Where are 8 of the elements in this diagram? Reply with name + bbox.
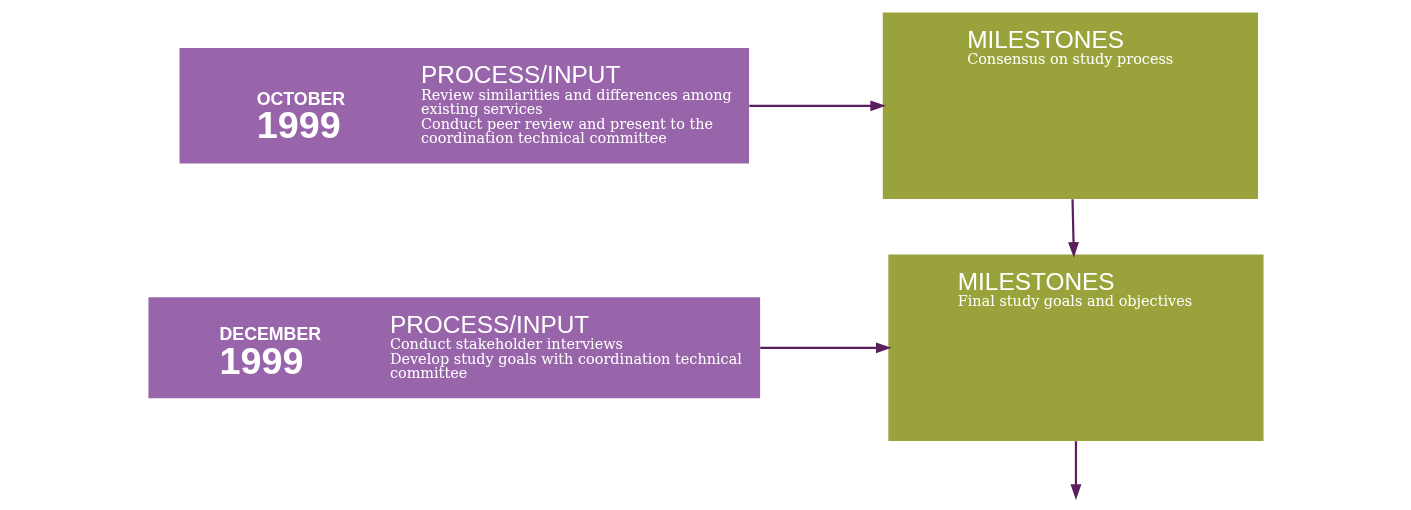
node-box: OCTOBER 1999 PROCESS/INPUT Review similarities and differences among existing services Conduct peer review and present to the coordination technical committee: [179, 48, 749, 164]
node-box: MILESTONES Consensus on study process: [882, 12, 1258, 200]
arrow: [759, 342, 892, 354]
arrow: [748, 100, 886, 112]
arrow: [1067, 199, 1079, 258]
arrow: [1070, 441, 1081, 500]
node-box: MILESTONES Final study goals and objectives: [887, 254, 1264, 442]
node-box: DECEMBER 1999 PROCESS/INPUT Conduct stakeholder interviews Develop study goals with coordination technical committee: [147, 297, 760, 399]
